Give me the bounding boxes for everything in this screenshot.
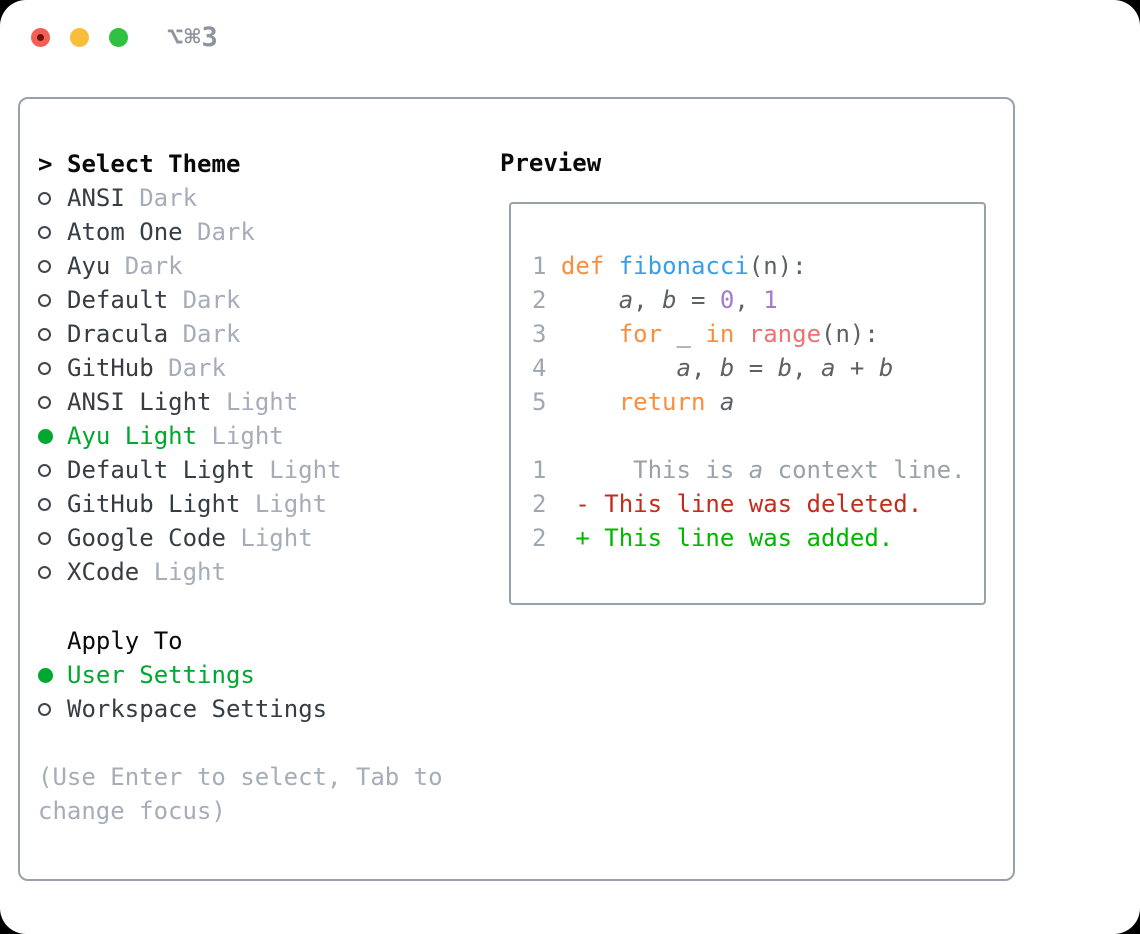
radio-icon bbox=[38, 463, 51, 477]
option-label: GitHub bbox=[67, 354, 154, 382]
theme-variant-tag: Dark bbox=[197, 218, 255, 246]
option-label: Default bbox=[67, 286, 169, 314]
preview-title: Preview bbox=[500, 149, 602, 177]
theme-variant-tag: Light bbox=[153, 558, 226, 586]
code-preview: 1 def fibonacci(n): 2 a, b = 0, 1 3 for _ … bbox=[532, 252, 966, 558]
radio-icon bbox=[38, 293, 51, 307]
radio-icon bbox=[38, 497, 51, 511]
theme-variant-tag: Light bbox=[240, 524, 313, 552]
theme-option[interactable]: Dracula Dark bbox=[38, 317, 342, 351]
theme-option[interactable]: Ayu Dark bbox=[38, 249, 342, 283]
theme-variant-tag: Light bbox=[254, 490, 328, 518]
theme-option[interactable]: Default Dark bbox=[38, 283, 342, 317]
keyboard-hint: (Use Enter to select, Tab to change focu… bbox=[38, 763, 443, 825]
apply-to-title: Apply To bbox=[67, 627, 183, 655]
theme-option[interactable]: Ayu Light Light bbox=[38, 419, 342, 453]
apply-to-option[interactable]: User Settings bbox=[38, 658, 327, 692]
cursor-icon: > bbox=[38, 150, 53, 178]
radio-icon bbox=[38, 702, 51, 716]
close-button[interactable] bbox=[31, 28, 50, 47]
option-label: Default Light bbox=[67, 456, 255, 484]
theme-option[interactable]: GitHub Dark bbox=[38, 351, 342, 385]
theme-option[interactable]: ANSI Dark bbox=[38, 181, 342, 215]
option-label: XCode bbox=[67, 558, 140, 586]
theme-list-header: > Select Theme bbox=[38, 147, 342, 181]
theme-option[interactable]: ANSI Light Light bbox=[38, 385, 342, 419]
theme-variant-tag: Dark bbox=[182, 286, 241, 314]
option-label: GitHub Light bbox=[67, 490, 241, 518]
radio-icon bbox=[38, 191, 51, 205]
radio-icon bbox=[38, 361, 51, 375]
theme-variant-tag: Dark bbox=[139, 184, 198, 212]
radio-icon bbox=[38, 259, 51, 273]
option-label: Workspace Settings bbox=[67, 695, 328, 723]
option-label: Atom One bbox=[67, 218, 183, 246]
radio-icon bbox=[38, 395, 51, 409]
theme-option[interactable]: Atom One Dark bbox=[38, 215, 342, 249]
code-line: 3 for _ in range(n): bbox=[532, 320, 879, 348]
code-line: 4 a, b = b, a + b bbox=[532, 354, 894, 382]
radio-icon bbox=[38, 327, 51, 341]
option-label: ANSI Light bbox=[67, 388, 212, 416]
window-title: ⌥⌘3 bbox=[167, 22, 219, 53]
apply-to-header: Apply To bbox=[38, 624, 327, 658]
option-label: ANSI bbox=[67, 184, 125, 212]
radio-icon bbox=[38, 225, 51, 239]
option-label: Ayu bbox=[67, 252, 111, 280]
code-line bbox=[532, 422, 966, 456]
radio-icon bbox=[38, 565, 51, 579]
theme-option[interactable]: XCode Light bbox=[38, 555, 342, 589]
radio-selected-icon bbox=[38, 667, 53, 683]
code-line: 2 - This line was deleted. bbox=[532, 490, 923, 518]
code-line: 1 def fibonacci(n): bbox=[532, 252, 807, 280]
option-label: Dracula bbox=[67, 320, 169, 348]
code-line: 5 return a bbox=[532, 388, 735, 416]
apply-to-option[interactable]: Workspace Settings bbox=[38, 692, 327, 726]
theme-variant-tag: Dark bbox=[182, 320, 241, 348]
radio-icon bbox=[38, 531, 51, 545]
theme-variant-tag: Dark bbox=[168, 354, 226, 382]
minimize-button[interactable] bbox=[70, 28, 89, 47]
code-line: 2 + This line was added. bbox=[532, 524, 894, 552]
theme-variant-tag: Light bbox=[225, 388, 299, 416]
option-label: User Settings bbox=[67, 661, 255, 689]
radio-selected-icon bbox=[38, 428, 53, 444]
preview-box: 1 def fibonacci(n): 2 a, b = 0, 1 3 for _ … bbox=[509, 202, 986, 605]
theme-variant-tag: Light bbox=[211, 422, 284, 450]
theme-list-title: Select Theme bbox=[67, 150, 241, 178]
theme-option[interactable]: GitHub Light Light bbox=[38, 487, 342, 521]
theme-option[interactable]: Default Light Light bbox=[38, 453, 342, 487]
code-line: 2 a, b = 0, 1 bbox=[532, 286, 778, 314]
zoom-button[interactable] bbox=[109, 28, 128, 47]
option-label: Google Code bbox=[67, 524, 226, 552]
theme-option[interactable]: Google Code Light bbox=[38, 521, 342, 555]
option-label: Ayu Light bbox=[67, 422, 198, 450]
theme-variant-tag: Dark bbox=[124, 252, 183, 280]
code-line: 1 This is a context line. bbox=[532, 456, 966, 484]
theme-variant-tag: Light bbox=[269, 456, 342, 484]
